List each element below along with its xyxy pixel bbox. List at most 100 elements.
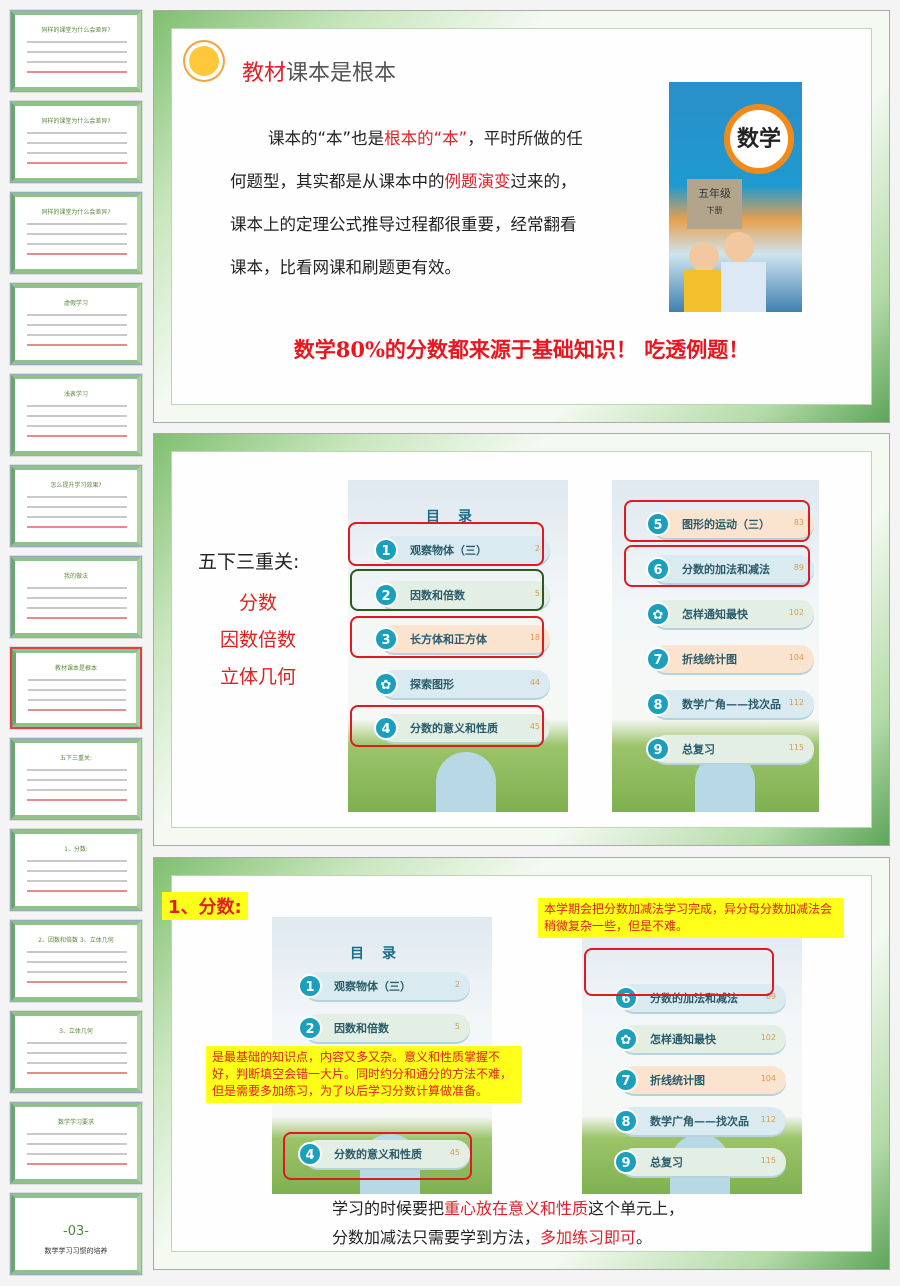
highlight-box [624,500,810,542]
chapter-page: 102 [788,608,804,617]
chapter-title: 数学广角——找次品 [650,1115,749,1128]
chapter-number: 6 [614,986,638,1010]
challenge-item: 因数倍数 [219,629,296,651]
slide-thumbnail[interactable]: 2、因数和倍数 3、立体几何 [10,920,142,1002]
chapter-title: 图形的运动（三） [682,518,770,531]
chapter-number: ✿ [614,1027,638,1051]
thumbnail-title: 3、立体几何 [59,1028,93,1035]
chapter-title: 总复习 [650,1156,683,1169]
slide-thumbnail[interactable]: -03-数学学习习惯的培养 [10,1193,142,1275]
chapter-number: 4 [298,1142,322,1166]
chapter-page: 45 [449,1148,460,1157]
chapter-title: 观察物体（三） [410,544,487,557]
book-volume: 下册 [706,206,723,215]
challenge-item: 分数 [238,592,277,614]
chapter-number: 4 [374,716,398,740]
chapter-title: 长方体和正方体 [410,633,487,646]
chapter-page: 104 [760,1074,776,1083]
chapter-title: 数学广角——找次品 [682,698,781,711]
toc-heading: 目录 [426,509,490,525]
thumbnail-title: 五下三重关: [59,755,93,762]
toc-item: 2 因数和倍数 5 [374,580,550,609]
chapter-number: 7 [646,647,670,671]
slide-thumbnail[interactable]: 3、立体几何 [10,1011,142,1093]
chapter-title: 因数和倍数 [334,1022,389,1035]
text: 过来的， [510,172,577,191]
book-grade: 五年级 [698,187,731,200]
chapter-number: 9 [614,1150,638,1174]
challenges-list: 分数 因数倍数 立体几何 [198,585,318,696]
thumbnail-title: 浅表学习 [63,391,88,398]
highlight-box [624,545,810,587]
chapter-number: 2 [298,1016,322,1040]
chapter-number: 9 [646,737,670,761]
chapter-title: 怎样通知最快 [650,1033,716,1046]
chapter-number: 1 [374,538,398,562]
slide-panel: 教材课本是根本 课本的“本”也是根本的“本”，平时所做的任 何题型，其实都是从课… [171,28,872,405]
slide-textbook-fundamental[interactable]: 教材课本是根本 课本的“本”也是根本的“本”，平时所做的任 何题型，其实都是从课… [153,10,890,423]
text: 何题型，其实都是从课本中的 [230,172,445,191]
text: 学习的时候要把 [332,1199,445,1218]
slide-thumbnail[interactable]: 1、分数: [10,829,142,911]
chapter-page: 104 [788,653,804,662]
note-callout-left: 是最基础的知识点，内容又多又杂。意义和性质掌握不好，判断填空会错一大片。同时约分… [206,1046,522,1103]
chapter-number: ✿ [646,602,670,626]
text: 课本上的定理公式推导过程都很重要，经常翻看 [230,215,577,234]
slide-thumbnail[interactable]: 虚假学习 [10,283,142,365]
slide-title: 教材课本是根本 [242,55,396,87]
chapter-number: 7 [614,1068,638,1092]
text-highlight: 例题演变 [444,172,511,191]
slide-thumbnail[interactable]: 教材课本是根本 [10,647,142,729]
chapter-page: 83 [793,518,804,527]
chapter-title: 因数和倍数 [410,588,465,602]
toc-heading: 目录 [350,946,414,962]
thumbnail-title: 数学学习要求 [57,1119,94,1126]
chapter-number: 2 [374,582,398,607]
title-rest: 课本是根本 [286,61,397,86]
chapter-page: 112 [760,1115,776,1124]
text: 课本的“本”也是 [268,129,385,148]
slide-thumbnail[interactable]: 浅表学习 [10,374,142,456]
chapter-page: 89 [765,992,776,1001]
chapter-title: 总复习 [682,743,715,756]
chapter-title: 分数的意义和性质 [410,722,498,735]
chapter-page: 112 [788,698,804,707]
text-highlight: 根本的“本” [384,129,468,148]
chapter-page: 115 [760,1156,776,1165]
chapter-number: 3 [374,627,398,651]
text: 分数加减法只需要学到方法， [332,1228,541,1247]
slide-thumbnail[interactable]: 同样的课堂为什么会差异? [10,10,142,92]
chapter-page: 44 [529,677,540,687]
slide-thumbnail[interactable]: 怎么提升学习效果? [10,465,142,547]
slide-thumbnail[interactable]: 同样的课堂为什么会差异? [10,101,142,183]
challenges-heading: 五下三重关: [198,551,300,573]
chapter-title: 分数的加法和减法 [682,563,770,576]
text: 这个单元上， [588,1199,685,1218]
summary-text: 学习的时候要把重心放在意义和性质这个单元上， 分数加减法只需要学到方法，多加练习… [332,1194,684,1252]
text: 。 [636,1228,653,1247]
chapter-page: 45 [529,722,540,731]
book-subject: 数学 [724,104,794,174]
slide-thumbnail[interactable]: 同样的课堂为什么会差异? [10,192,142,274]
thumbnail-title: 教材课本是根本 [54,665,97,672]
text-highlight: 多加练习即可 [540,1228,637,1247]
slide-thumbnail[interactable]: 我的做法 [10,556,142,638]
title-highlight: 教材 [242,61,287,86]
chapter-page: 5 [534,588,540,598]
slide-thumbnail[interactable]: 五下三重关: [10,738,142,820]
slogan-text: 数学80%的分数都来源于基础知识！ 吃透例题！ [293,337,750,362]
slide-thumbnail[interactable]: 数学学习要求 [10,1102,142,1184]
